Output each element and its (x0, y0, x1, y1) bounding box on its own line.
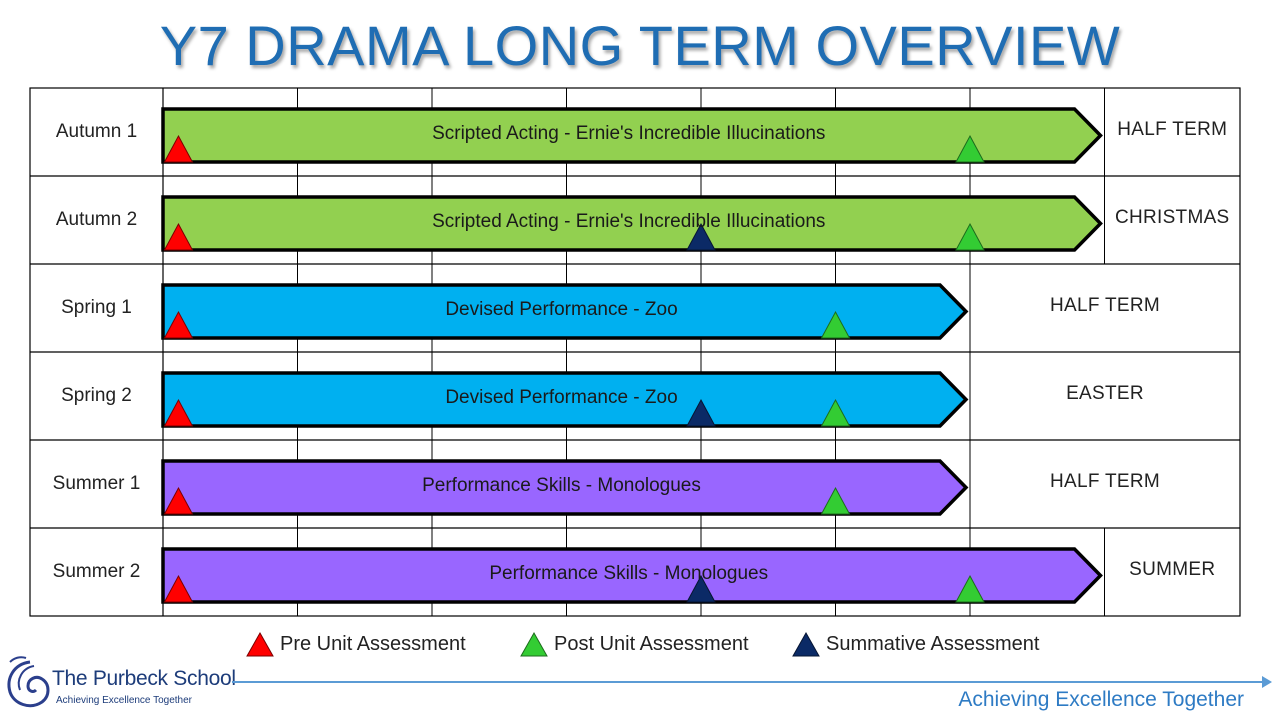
holiday-label: HALF TERM (1049, 471, 1161, 492)
unit-bar (161, 195, 1103, 252)
post-assessment-marker (955, 574, 985, 603)
timeline-arrow (232, 676, 1272, 688)
post-assessment-marker (955, 134, 985, 163)
pre-assessment-marker (163, 574, 194, 603)
pre-assessment-marker (163, 486, 194, 515)
holiday-label: EASTER (1066, 383, 1144, 404)
post-assessment-marker (820, 398, 851, 427)
unit-bar (161, 371, 969, 428)
term-label: Autumn 1 (55, 121, 138, 142)
school-tagline: Achieving Excellence Together (56, 695, 193, 706)
post-assessment-marker (820, 486, 851, 515)
post-assessment-marker (955, 222, 985, 251)
green-triangle-icon (520, 631, 548, 657)
legend-pre: Pre Unit Assessment (246, 630, 466, 658)
red-triangle-icon (246, 631, 274, 657)
summative-assessment-marker (686, 574, 716, 603)
pre-assessment-marker (163, 310, 194, 339)
motto: Achieving Excellence Together (958, 688, 1244, 711)
unit-bar (161, 107, 1103, 164)
legend-summative: Summative Assessment (792, 630, 1039, 658)
holiday-label: CHRISTMAS (1114, 207, 1230, 228)
term-label: Summer 2 (52, 561, 141, 582)
post-assessment-marker (820, 310, 851, 339)
summative-assessment-marker (686, 398, 716, 427)
pre-assessment-marker (163, 222, 194, 251)
summative-assessment-marker (686, 222, 716, 251)
page-title: Y7 DRAMA LONG TERM OVERVIEW (159, 14, 1121, 77)
unit-bar (161, 283, 969, 340)
term-label: Spring 2 (61, 385, 132, 406)
unit-bar (161, 547, 1103, 604)
legend-post-label: Post Unit Assessment (554, 632, 749, 655)
pre-assessment-marker (163, 398, 194, 427)
legend-summative-label: Summative Assessment (826, 632, 1040, 655)
holiday-label: HALF TERM (1049, 295, 1161, 316)
holiday-label: SUMMER (1129, 559, 1216, 580)
legend-post: Post Unit Assessment (520, 630, 749, 658)
holiday-label: HALF TERM (1117, 119, 1228, 140)
navy-triangle-icon (792, 631, 820, 657)
pre-assessment-marker (163, 134, 194, 163)
term-label: Summer 1 (52, 473, 141, 494)
term-label: Autumn 2 (55, 209, 138, 230)
unit-bar (161, 459, 969, 516)
school-name: The Purbeck School (52, 667, 236, 690)
legend-pre-label: Pre Unit Assessment (280, 632, 466, 655)
term-label: Spring 1 (61, 297, 132, 318)
